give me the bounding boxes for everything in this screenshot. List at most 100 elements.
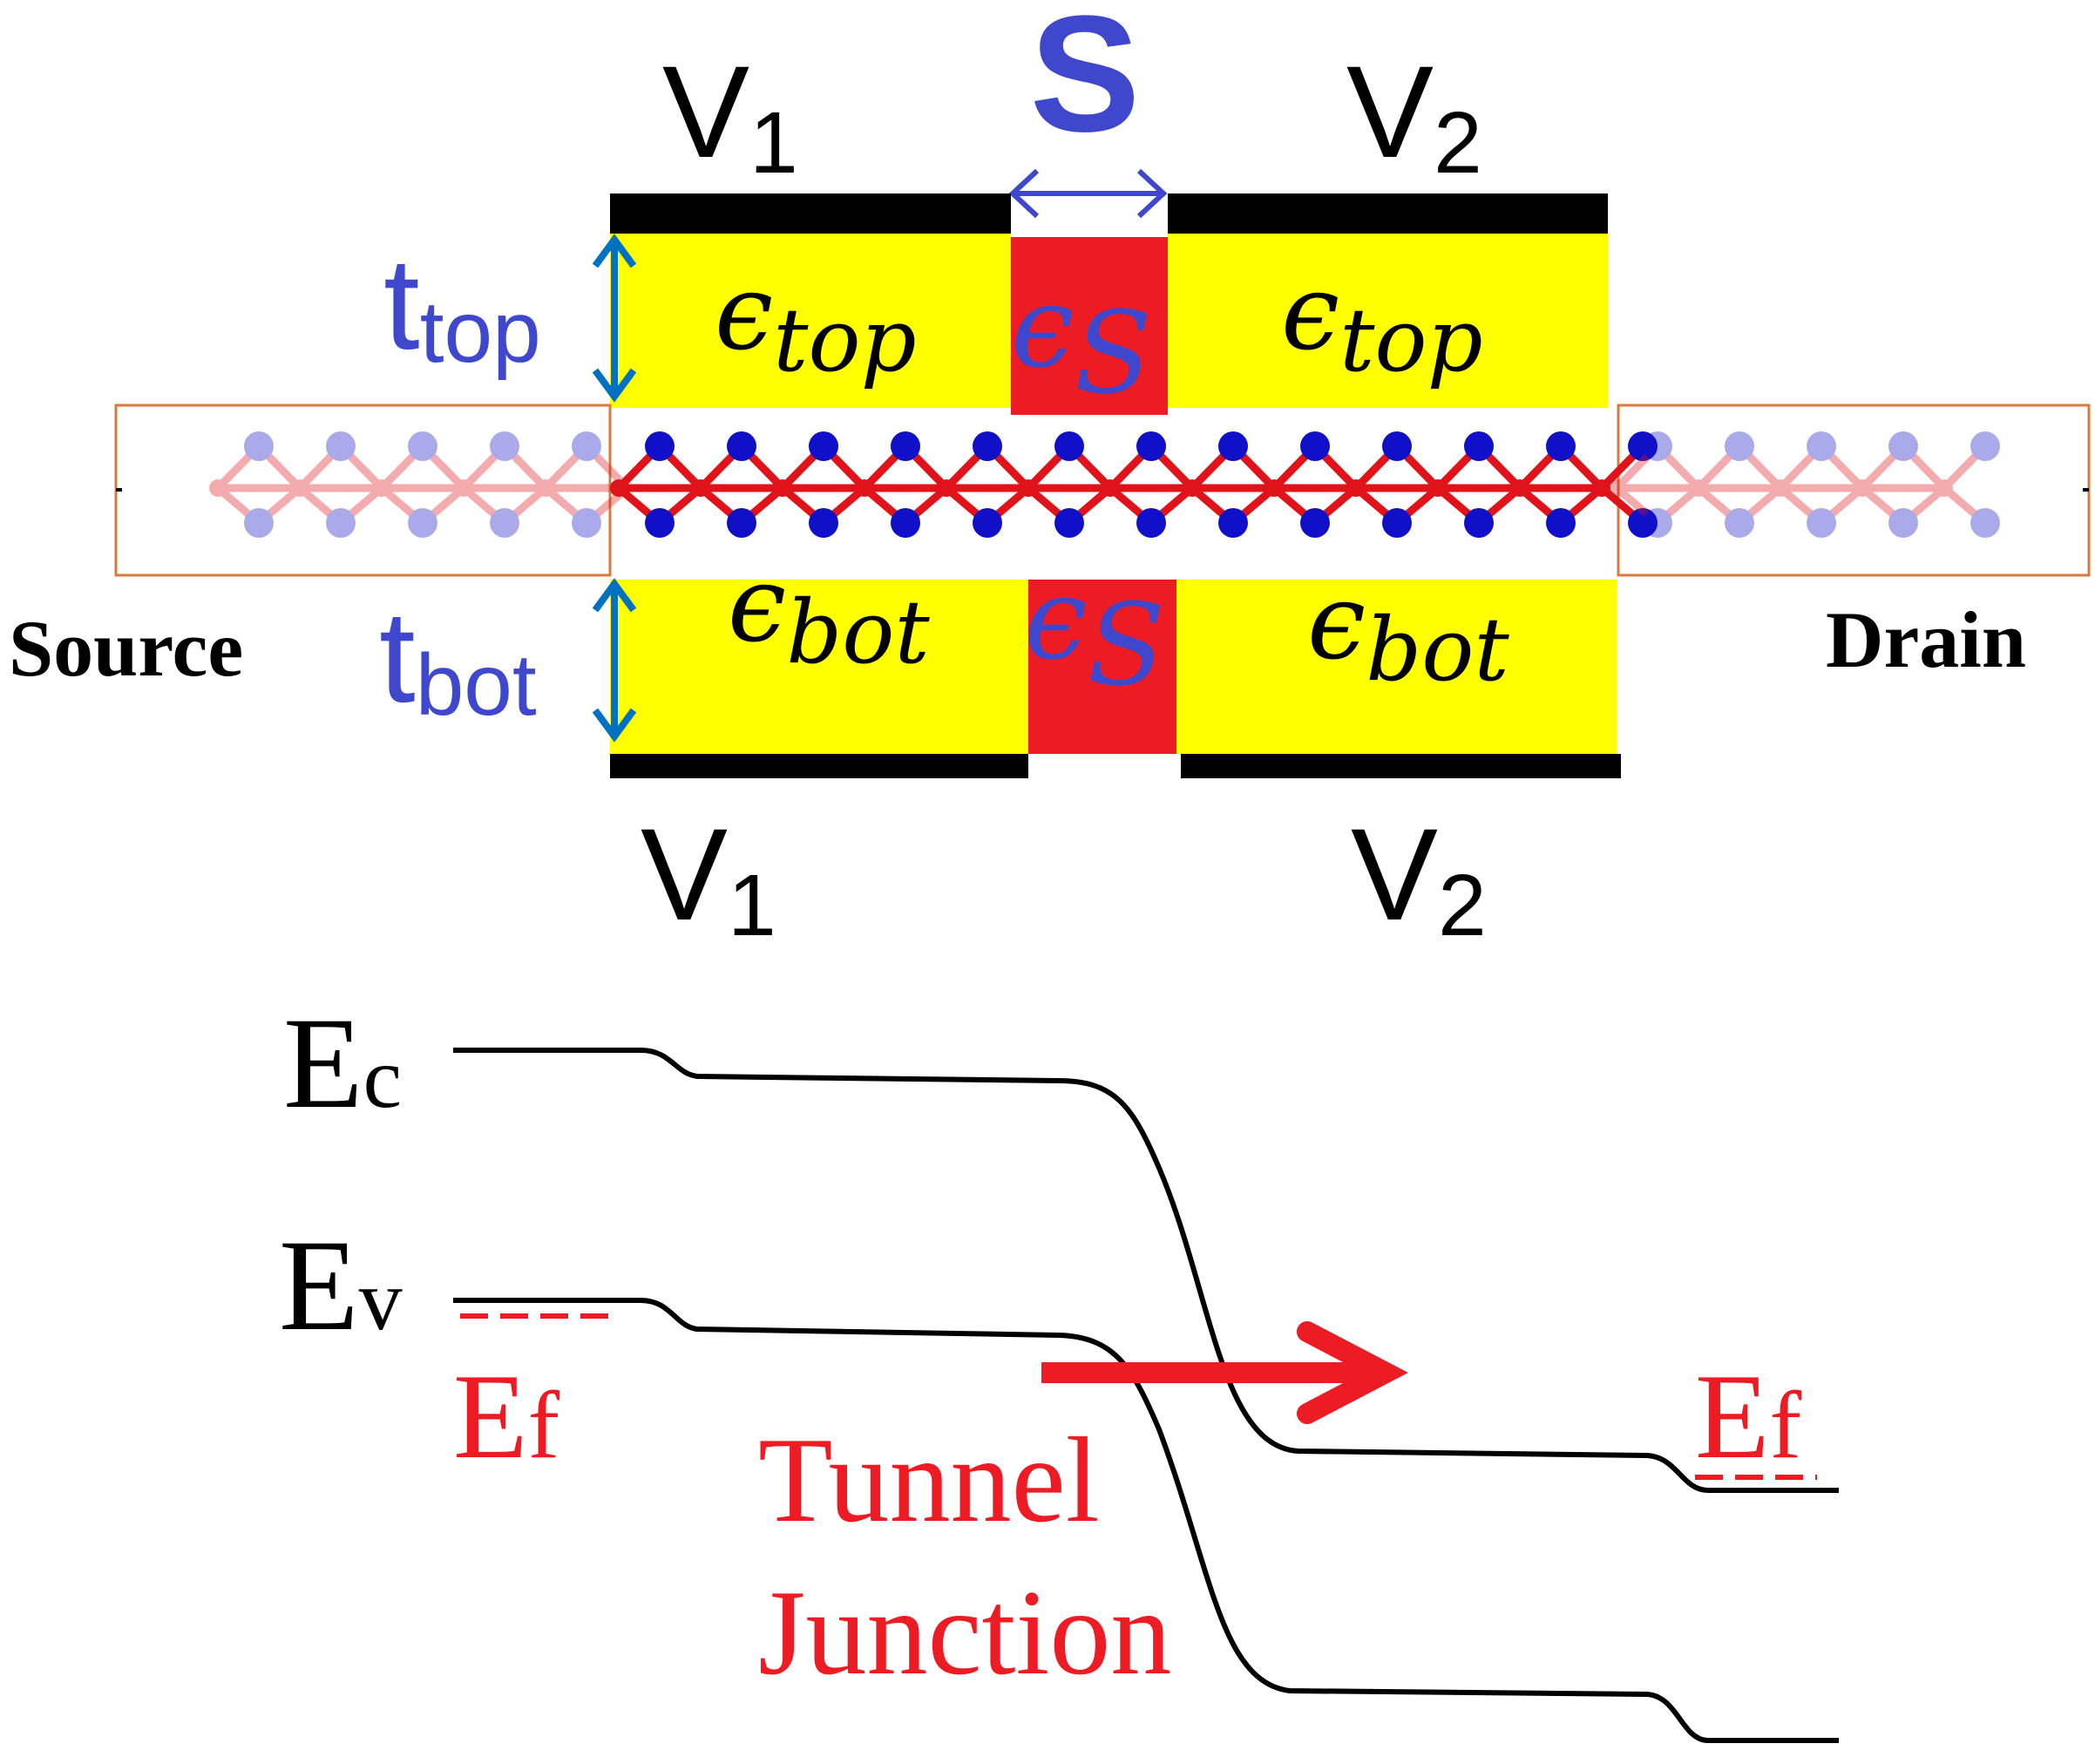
chalcogen-atom [244,508,274,538]
t-bot-arrow [592,578,637,743]
chalcogen-atom [1628,508,1658,538]
source-label: Source [9,604,243,693]
metal-atom [1020,479,1037,497]
bottom-dielectric-left [610,580,1028,754]
metal-atom [373,479,390,497]
chalcogen-atom [490,508,519,538]
tunneling-arrow [1041,1321,1408,1424]
chalcogen-atom [1725,431,1754,461]
metal-atom [1183,479,1201,497]
chalcogen-atom [809,508,838,538]
chalcogen-atom [1054,431,1084,461]
metal-atom [291,479,308,497]
chalcogen-atom [1546,508,1576,538]
metal-atom [537,479,554,497]
spacer-length-arrow [1008,168,1168,219]
metal-atom [1608,479,1625,497]
chalcogen-atom [408,508,437,538]
chalcogen-atom [1382,508,1412,538]
eps-spacer-bottom-label: ϵS [1024,553,1165,711]
metal-atom [610,479,627,497]
chalcogen-atom [1970,508,2000,538]
top-gate-1-label: V1 [662,38,798,192]
metal-atom [856,479,873,497]
source-extension-lattice [209,431,631,538]
chalcogen-atom [1628,431,1658,461]
chalcogen-atom [572,508,601,538]
metal-atom [1265,479,1283,497]
chalcogen-atom [1218,508,1248,538]
chalcogen-atom [1464,508,1494,538]
eps-bot-right-label: ϵbot [1307,562,1509,701]
conduction-band-curve [453,1048,1839,1493]
bottom-gate-2-label: V2 [1351,801,1487,954]
metal-atom [774,479,791,497]
ev-label: Ev [279,1213,403,1358]
chalcogen-atom [1546,431,1576,461]
chalcogen-atom [1218,431,1248,461]
metal-atom [455,479,472,497]
chalcogen-atom [490,431,519,461]
chalcogen-atom [973,431,1002,461]
chalcogen-atom [1382,431,1412,461]
chalcogen-atom [1807,508,1836,538]
chalcogen-atom [645,431,675,461]
t-top-arrow [592,234,637,403]
chalcogen-atom [891,431,920,461]
chalcogen-atom [1054,508,1084,538]
ec-label: Ec [283,991,402,1136]
spacer-length-label: S [1030,0,1141,166]
metal-atom [1102,479,1119,497]
chalcogen-atom [1643,431,1672,461]
chalcogen-atom [1300,431,1330,461]
chalcogen-atom [1888,431,1918,461]
tunnel-label-line1: Tunnel [758,1413,1100,1548]
chalcogen-atom [727,431,756,461]
chalcogen-atom [1970,431,2000,461]
chalcogen-atom [727,508,756,538]
chalcogen-atom [1643,508,1672,538]
chalcogen-atom [891,508,920,538]
metal-atom [938,479,955,497]
top-spacer [1011,237,1168,415]
t-bot-label: tbot [379,583,537,734]
eps-top-left-label: ϵtop [715,253,917,391]
chalcogen-atom [572,431,601,461]
bottom-spacer [1028,580,1176,754]
eps-top-right-label: ϵtop [1281,253,1483,391]
drain-extension-lattice [1608,431,2000,538]
metal-atom [1854,479,1871,497]
chalcogen-atom [326,431,356,461]
drain-ef-label: Ef [1695,1349,1802,1484]
top-dielectric-right [1168,234,1608,408]
chalcogen-atom [1464,431,1494,461]
metal-atom [1936,479,1953,497]
metal-atom [1511,479,1529,497]
chalcogen-atom [244,431,274,461]
top-gate-2-label: V2 [1346,38,1482,192]
bottom-gate-1-metal [610,754,1028,778]
chalcogen-atom [1888,508,1918,538]
chalcogen-atom [1725,508,1754,538]
monolayer-channel-lattice [610,431,1658,538]
valence-band-curve [453,1298,1839,1743]
chalcogen-atom [1136,508,1166,538]
eps-bot-left-label: ϵbot [728,545,930,683]
chalcogen-atom [326,508,356,538]
top-gate-1-metal [610,193,1011,234]
metal-atom [1593,479,1610,497]
chalcogen-atom [408,431,437,461]
bottom-gate-1-label: V1 [641,801,776,954]
top-dielectric-left [610,234,1011,408]
chalcogen-atom [1807,431,1836,461]
eps-spacer-top-label: ϵS [1011,261,1152,419]
chalcogen-atom [1136,431,1166,461]
bottom-gate-2-metal [1181,754,1621,778]
metal-atom [1772,479,1789,497]
metal-atom [1429,479,1447,497]
metal-atom [1347,479,1365,497]
t-top-label: ttop [383,230,541,381]
tunnel-label-line2: Junction [758,1565,1171,1700]
